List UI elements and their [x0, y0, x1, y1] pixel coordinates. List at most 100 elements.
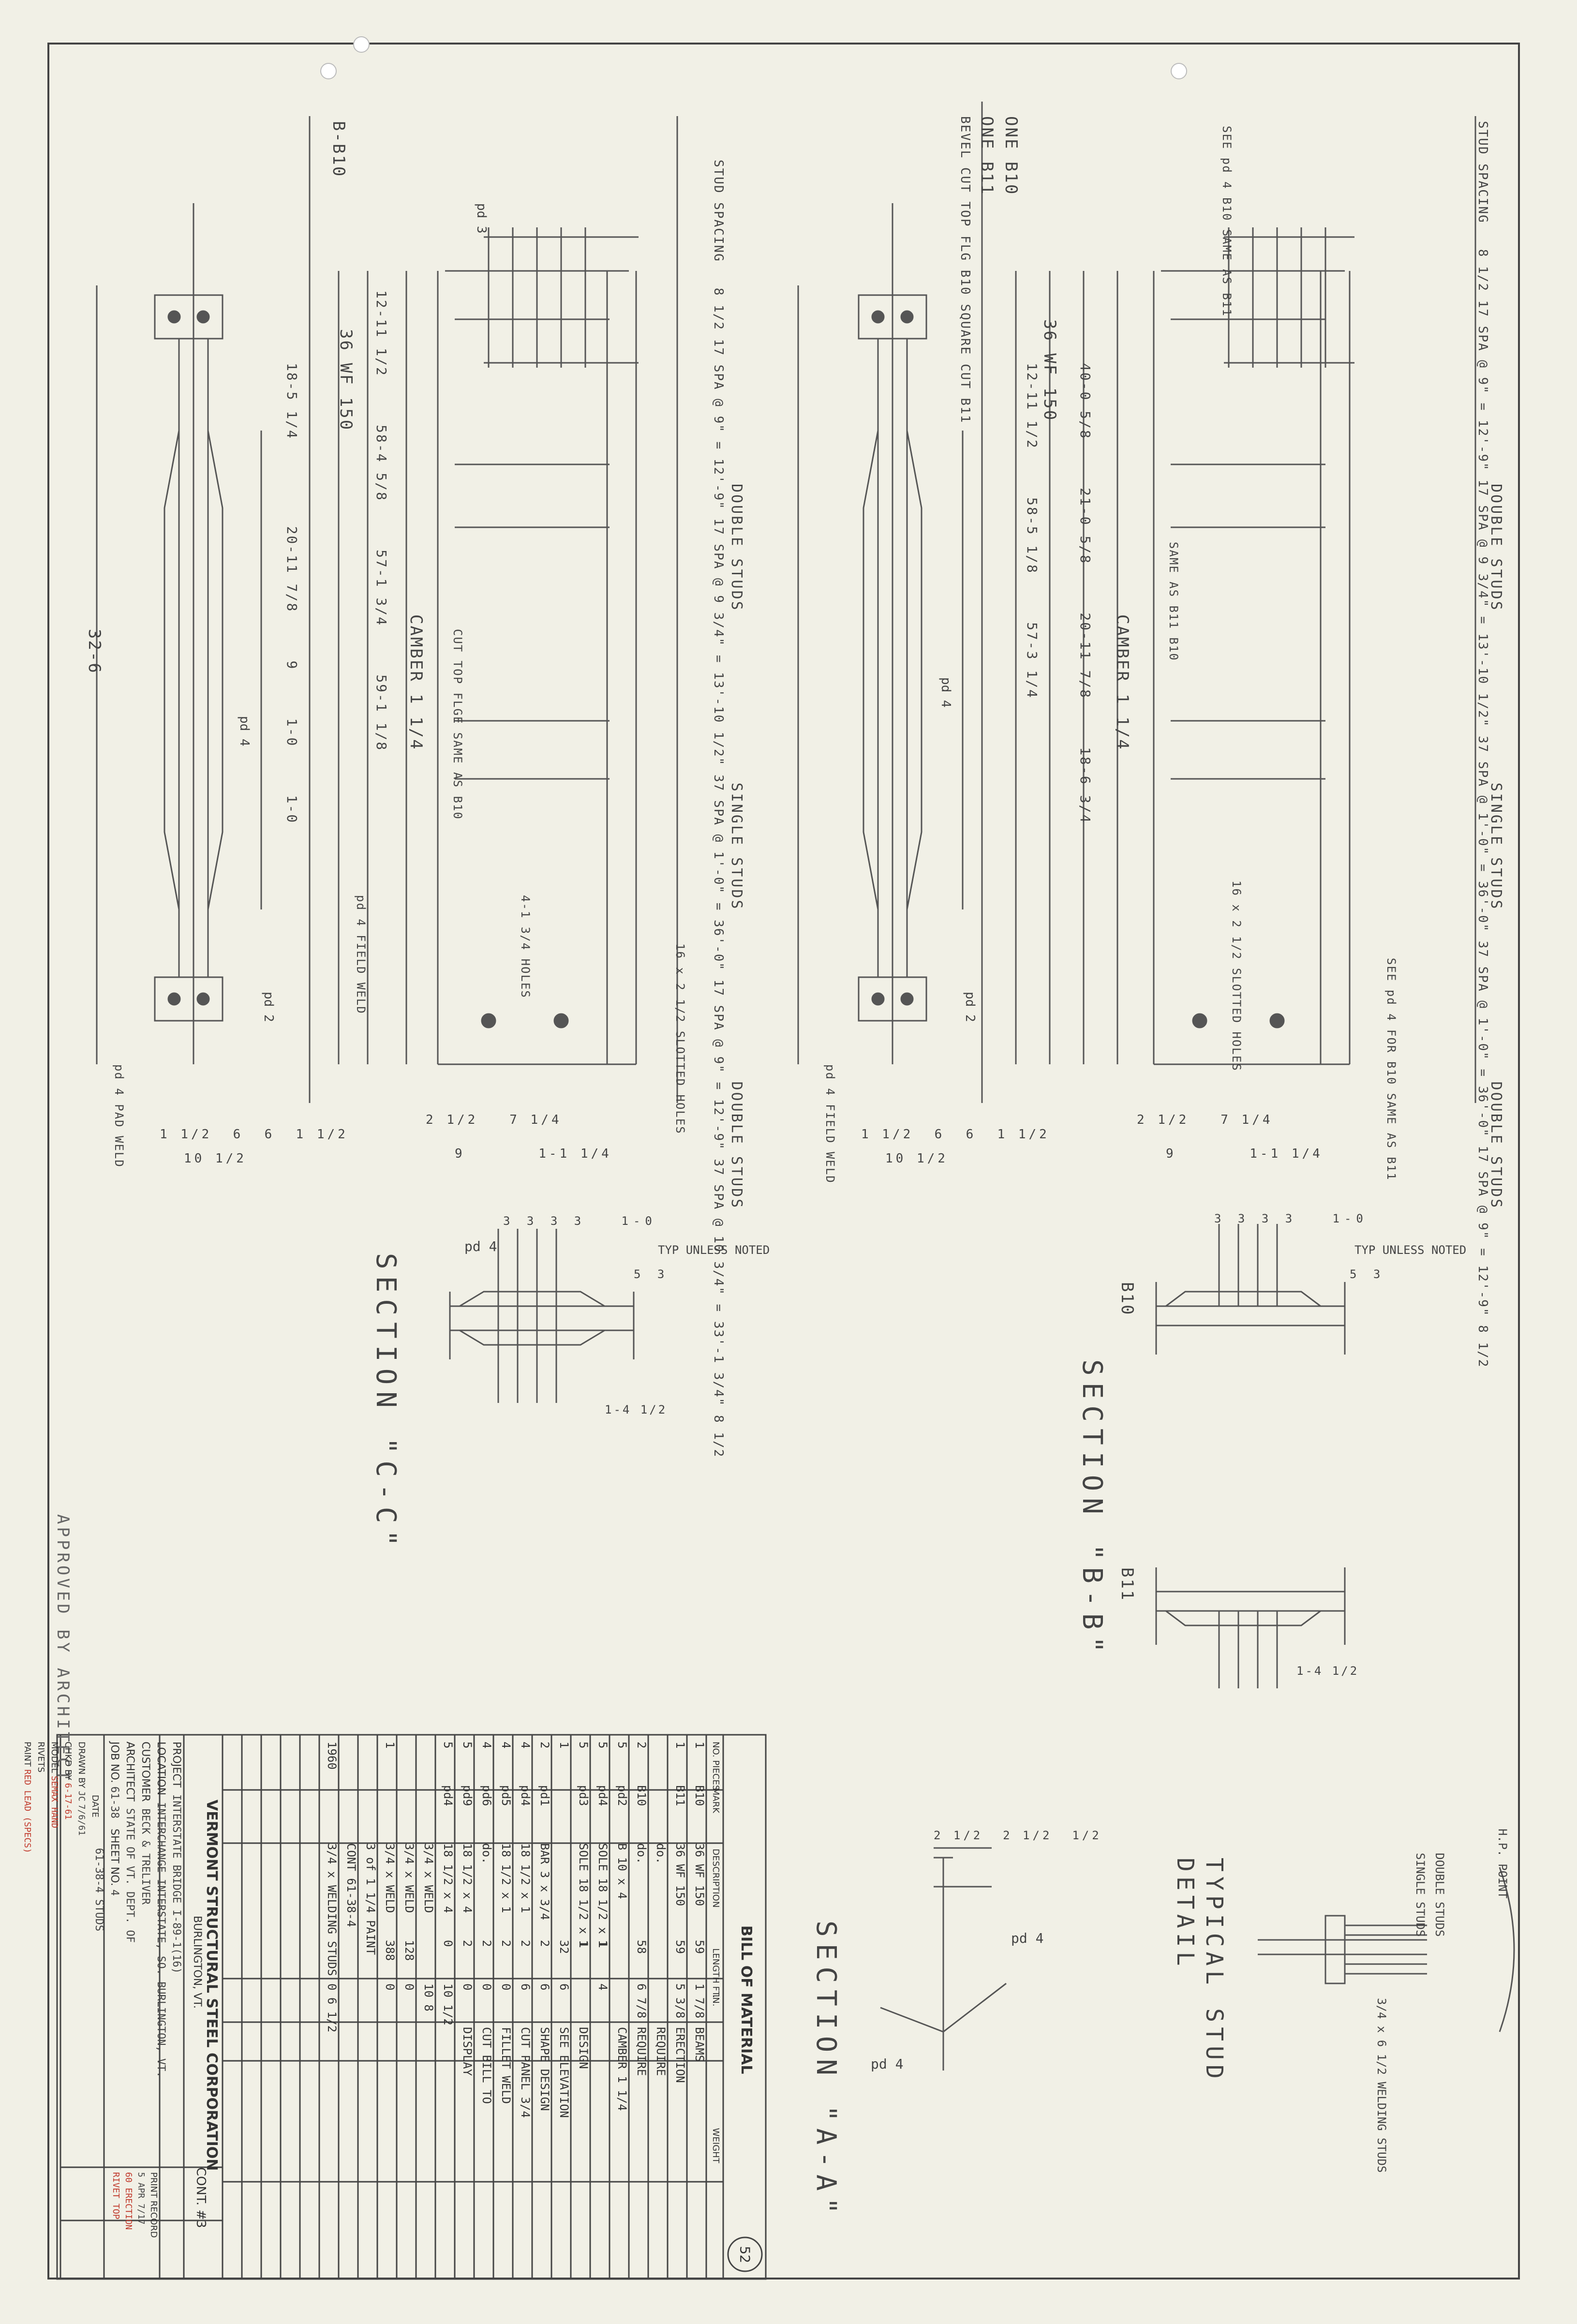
bom-cell: do. — [480, 1843, 493, 1864]
chkd-row: CHKD BY 6-17-61 — [61, 1742, 74, 1853]
paint-value: RED LEAD (SPECS) — [22, 1769, 32, 1853]
section-bb-dim: 3 — [1237, 1212, 1250, 1225]
left-stud-group-2: SINGLE STUDS — [728, 782, 745, 911]
right-beam-mark-1: ONE B10 — [1001, 116, 1021, 196]
bom-cell: 0 — [383, 1983, 397, 1991]
section-cc-dim: 3 — [657, 1267, 669, 1281]
left-bottom-dim: 9 — [455, 1147, 465, 1161]
bom-cell: do. — [654, 1843, 668, 1864]
bom-cell: pd4 — [596, 1785, 610, 1806]
right-note: pd 4 FIELD WELD — [823, 1064, 837, 1184]
sheet-circle-number: 52 — [737, 2246, 753, 2264]
bom-cell: REQUIRE — [635, 2027, 648, 2076]
right-notes-b: SEE pd 4 FOR B10 SAME AS B11 — [1384, 958, 1398, 1181]
section-bb-dims-2: 5 3 — [1350, 1267, 1385, 1281]
bom-row: 2B10do.586 7/8REQUIRE — [629, 1742, 648, 2153]
left-dim: 12-11 1/2 — [373, 290, 389, 377]
left-notes-d: pd 4 FIELD WELD — [354, 895, 368, 1014]
section-aa-dim: 1/2 — [1072, 1829, 1102, 1842]
bom-cell: ERECTION — [673, 2027, 687, 2083]
bom-cell: CUT BILL TO — [480, 2027, 493, 2104]
bom-cell: 18 1/2 x 1 — [499, 1843, 513, 1913]
left-bottom-dim: 1 1/2 — [160, 1127, 212, 1142]
bom-cell: 3/4 x WELD — [402, 1843, 416, 1913]
section-bb-dim: 3 — [1373, 1267, 1385, 1281]
chkd-by-label: CHKD BY — [63, 1742, 73, 1780]
bom-col-length-ft: LENGTH FT. — [711, 1948, 721, 1998]
left-beam-plan — [96, 203, 262, 1064]
bom-cell: 36 WF 150 — [673, 1843, 687, 1907]
left-beam-camber: CAMBER 1 1/4 — [406, 614, 426, 751]
left-beam-size: 36 WF 150 — [336, 329, 356, 432]
left-dim: 18-5 1/4 — [284, 363, 300, 440]
bom-cell: B 10 x 4 — [615, 1843, 629, 1899]
right-dim: 20-11 7/8 — [1077, 612, 1093, 700]
right-dims: 12-11 1/2 58-5 1/8 57-3 1/4 — [1024, 363, 1040, 699]
section-aa-dim: 2 1/2 — [1003, 1829, 1053, 1842]
right-bottom-dim: 1-1 1/4 — [1250, 1147, 1323, 1161]
section-bb-dim: 3 — [1214, 1212, 1226, 1225]
bom-cell: 5 3/8 — [673, 1983, 687, 2019]
bom-cell: 1 7/8 — [693, 1983, 706, 2019]
right-dim: 12-11 1/2 — [1024, 363, 1040, 449]
bom-cell: 1 — [673, 1742, 687, 1749]
right-stud-spacing: STUD SPACING 8 1/2 17 SPA @ 9" = 12'-9" … — [1475, 121, 1490, 1368]
section-cc-dim: 3 — [526, 1214, 539, 1228]
right-beam-mark-2: ONE B11 — [977, 116, 997, 196]
bom-row: 3/4 x WELD10 8 — [416, 1742, 435, 2153]
bom-cell: 3/4 x WELDING STUDS — [325, 1843, 339, 1976]
rivets-label: RIVETS — [36, 1742, 46, 1773]
bom-cell: 128 — [402, 1940, 416, 1961]
print-record: PRINT RECORD 5 APR 7/17 60 ERECTION RIVE… — [109, 2172, 160, 2238]
right-dims-2: 40-0 5/8 21-0 5/8 20-11 7/8 18-6 3/4 — [1077, 363, 1093, 824]
bom-cell: 1 — [557, 1742, 571, 1749]
project-info: PROJECT INTERSTATE BRIDGE I-89-1(16) LOC… — [91, 1742, 184, 2078]
left-bottom-dims-3: 9 1-1 1/4 — [455, 1147, 612, 1161]
section-cc-note: TYP UNLESS NOTED — [658, 1243, 770, 1257]
right-dim: 21-0 5/8 — [1077, 488, 1093, 565]
location-value: INTERCHANGE INTERSTATE, SO. BURLINGTON, … — [155, 1802, 167, 2078]
bom-row: 5pd4SOLE 18 1/2 x 114 — [590, 1742, 610, 2153]
bom-cell: pd4 — [519, 1785, 532, 1806]
bom-cell: BEAMS — [693, 2027, 706, 2062]
right-bottom-dim: 6 — [966, 1127, 977, 1142]
bom-cell: do. — [635, 1843, 648, 1864]
bom-cell: 0 — [441, 1940, 455, 1947]
bom-cell: pd5 — [499, 1785, 513, 1806]
bom-cell: 4 — [596, 1983, 610, 1991]
left-notes-g: pd 4 — [237, 716, 252, 746]
sheet-label: SHEET NO. — [108, 1828, 120, 1886]
bom-col-pieces: NO. PIECES — [711, 1742, 721, 1791]
bom-col-mark: MARK — [711, 1788, 721, 1813]
left-bottom-dims-4: 10 1/2 — [184, 1151, 247, 1166]
section-bb-b10 — [1155, 1224, 1346, 1355]
section-cc-drawing — [449, 1229, 635, 1403]
left-stud-spacing: STUD SPACING 8 1/2 17 SPA @ 9" = 12'-9" … — [711, 160, 726, 1458]
bom-cell: SEE ELEVATION — [557, 2027, 571, 2118]
bom-row: do.REQUIRE — [648, 1742, 668, 2153]
bom-cell: 0 — [402, 1983, 416, 1991]
bom-cell: 0 — [461, 1983, 474, 1991]
location-row: LOCATION INTERCHANGE INTERSTATE, SO. BUR… — [153, 1742, 168, 2078]
bom-cell: 1 — [577, 1940, 590, 1947]
drawn-by-block: DATE DRAWN BY JC 7/6/61 CHKD BY 6-17-61 … — [20, 1742, 102, 1853]
bom-cell: SHAPE DESIGN — [538, 2027, 551, 2111]
bom-row: 5pd3SOLE 18 1/2 x 11DESIGN — [571, 1742, 590, 2153]
chkd-date: 6-17-61 — [63, 1783, 73, 1820]
bom-cell: B11 — [673, 1785, 687, 1806]
right-stud-spacing-value: 8 1/2 17 SPA @ 9" = 12'-9" 17 SPA @ 9 3/… — [1475, 249, 1490, 1368]
section-cc-dim: 1-4 1/2 — [605, 1403, 668, 1416]
drawn-date: 7/6/61 — [76, 1804, 87, 1836]
right-note: pd 2 — [963, 992, 977, 1022]
section-aa-title: SECTION "A-A" — [810, 1921, 842, 2221]
section-aa-drawing — [880, 1847, 1007, 2071]
right-notes-d: SAME AS B11 B10 — [1167, 542, 1180, 661]
bom-cell: 32 — [557, 1940, 571, 1954]
right-beam-elevation — [1015, 116, 1476, 1103]
bom-cell: 1 — [693, 1742, 706, 1749]
left-bottom-dim: 1-1 1/4 — [538, 1147, 612, 1161]
bom-cell: SOLE 18 1/2 x 1 — [596, 1843, 610, 1948]
bom-row: 3 of 1 1/4 PAINT — [358, 1742, 377, 2153]
